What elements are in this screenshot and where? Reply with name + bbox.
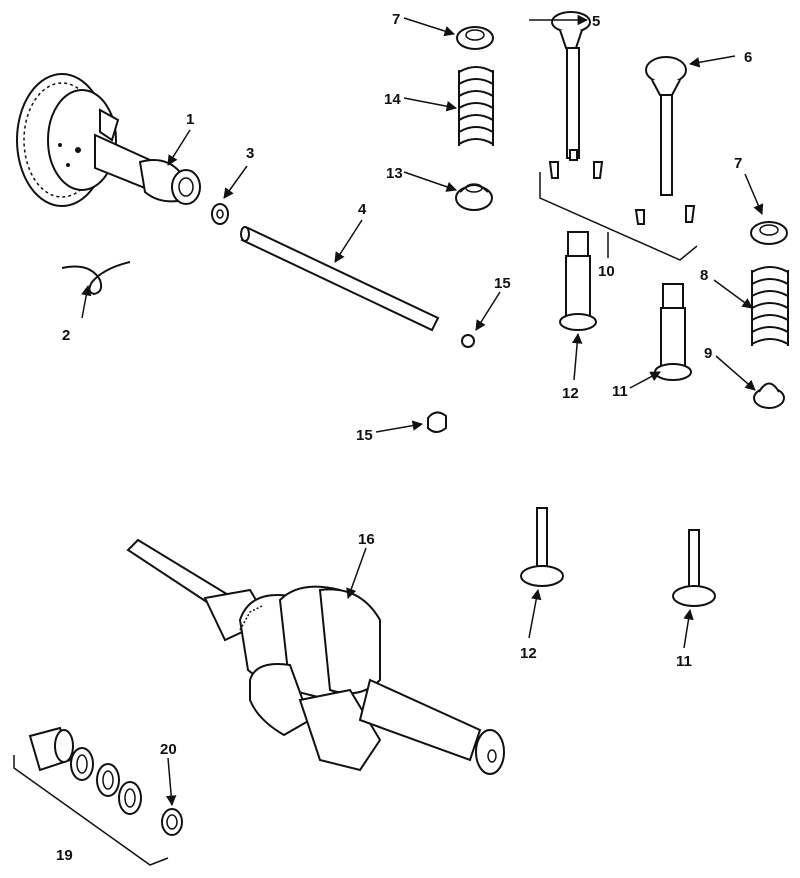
valve-spring-14 (458, 66, 494, 150)
callout-4: 4 (358, 201, 367, 218)
bearing-kit-19 (28, 726, 142, 815)
callout-8: 8 (700, 267, 708, 284)
callout-9: 9 (704, 345, 712, 362)
valve-5 (551, 11, 591, 161)
callout-12-upper: 12 (562, 385, 579, 402)
camshaft-washer (211, 203, 229, 225)
valve-spring-8 (751, 266, 789, 348)
shaft-pin (240, 226, 440, 332)
callout-20: 20 (160, 741, 177, 758)
callout-1: 1 (186, 111, 194, 128)
callout-labels: 1 2 3 4 5 6 7 7 8 9 10 11 11 12 12 13 14… (56, 11, 752, 864)
tappet-11-upper (654, 283, 692, 381)
valve-retainer-right (750, 221, 788, 245)
callout-15-lower: 15 (356, 427, 373, 444)
callout-19: 19 (56, 847, 73, 864)
valve-seat-13 (455, 183, 493, 211)
callout-6: 6 (744, 49, 752, 66)
callout-5: 5 (592, 13, 600, 30)
callout-13: 13 (386, 165, 403, 182)
spring-clip (61, 261, 131, 296)
callout-7-top: 7 (392, 11, 400, 28)
callout-3: 3 (246, 145, 254, 162)
tappet-12-lower (520, 507, 564, 587)
leader-lines (81, 14, 764, 807)
callout-15-upper: 15 (494, 275, 511, 292)
callout-2: 2 (62, 327, 70, 344)
callout-10: 10 (598, 263, 615, 280)
camshaft-gear (16, 73, 201, 207)
group-bracket-10 (539, 172, 698, 261)
crankshaft (126, 538, 505, 775)
valve-6 (645, 56, 687, 196)
callout-7-right: 7 (734, 155, 742, 172)
callout-11-upper: 11 (612, 383, 628, 400)
valve-keepers (548, 161, 696, 225)
tappet-12-upper (559, 231, 597, 331)
callout-14: 14 (384, 91, 401, 108)
callout-11-lower: 11 (676, 653, 692, 670)
group-bracket-19 (13, 755, 169, 866)
valve-seat-9 (753, 382, 785, 409)
valve-retainer-top (456, 26, 494, 50)
cap-15a (461, 334, 475, 348)
retaining-ring-20 (161, 808, 183, 836)
tappet-11-lower (672, 529, 716, 607)
callout-16: 16 (358, 531, 375, 548)
callout-12-lower: 12 (520, 645, 537, 662)
cap-15b (427, 411, 447, 433)
